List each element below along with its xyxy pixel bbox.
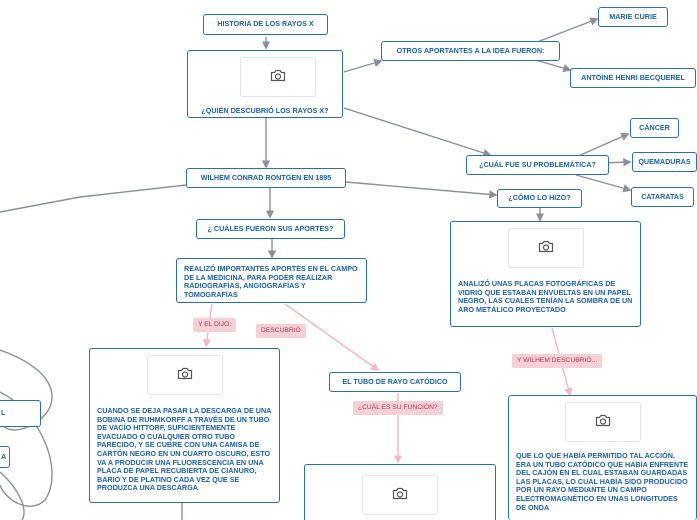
image-placeholder bbox=[565, 402, 641, 442]
camera-icon bbox=[270, 69, 286, 85]
image-placeholder bbox=[147, 355, 223, 395]
label-y-wilhem-descubrio[interactable]: Y WILHEM DESCUBRIÓ... bbox=[512, 354, 603, 368]
node-tubo-rayo-catodico[interactable]: EL TUBO DE RAYO CATÓDICO bbox=[329, 372, 461, 392]
node-otros-aportantes[interactable]: OTROS APORTANTES A LA IDEA FUERON: bbox=[381, 41, 560, 61]
camera-icon bbox=[392, 487, 408, 503]
image-placeholder bbox=[240, 57, 316, 97]
node-left-fragment-2[interactable]: A bbox=[0, 446, 10, 468]
image-placeholder bbox=[362, 475, 438, 515]
node-como-lo-hizo[interactable]: ¿CÓMO LO HIZO? bbox=[497, 189, 582, 208]
node-quien-descubrio[interactable]: ¿QUIÉN DESCUBRIÓ LOS RAYOS X? bbox=[187, 50, 343, 118]
camera-icon bbox=[177, 367, 193, 383]
node-historia[interactable]: HISTORIA DE LOS RAYOS X bbox=[203, 14, 328, 35]
camera-icon bbox=[595, 414, 611, 430]
node-analizo-placas[interactable]: ANALIZÓ UNAS PLACAS FOTOGRÁFICAS DE VIDR… bbox=[450, 221, 641, 327]
label-cual-es-su-funcion[interactable]: ¿CUÁL ES SU FUNCIÓN? bbox=[353, 401, 443, 415]
node-cataratas[interactable]: CATARATAS bbox=[631, 187, 694, 207]
node-cancer[interactable]: CÁNCER bbox=[630, 118, 679, 138]
node-marie-curie[interactable]: MARIE CURIE bbox=[598, 7, 668, 27]
node-que-lo-que-habia[interactable]: QUE LO QUE HABÍA PERMITIDO TAL ACCIÓN, E… bbox=[508, 395, 697, 520]
node-cuales-aportes[interactable]: ¿ CUÁLES FUERON SUS APORTES? bbox=[196, 219, 345, 239]
node-cuando-descarga[interactable]: CUANDO SE DEJA PASAR LA DESCARGA DE UNA … bbox=[89, 348, 280, 503]
node-antoine-becquerel[interactable]: ANTOINE HENRI BECQUEREL bbox=[570, 68, 696, 88]
label-descubrio[interactable]: DESCUBRIÓ bbox=[256, 324, 306, 338]
label-y-el-dijo[interactable]: Y EL DIJO: bbox=[193, 318, 237, 332]
image-placeholder bbox=[508, 228, 584, 268]
node-funcion-detalle[interactable] bbox=[304, 464, 496, 520]
camera-icon bbox=[538, 240, 554, 256]
node-realizo-aportes[interactable]: REALIZÓ IMPORTANTES APORTES EN EL CAMPO … bbox=[176, 258, 367, 303]
node-problematica[interactable]: ¿CUÁL FUE SU PROBLEMÁTICA? bbox=[466, 155, 609, 175]
node-left-fragment-1[interactable]: L bbox=[0, 400, 41, 427]
node-wilhem-rontgen[interactable]: WILHEM CONRAD RONTGEN EN 1895 bbox=[186, 168, 346, 188]
node-quemaduras[interactable]: QUEMADURAS bbox=[632, 152, 697, 172]
